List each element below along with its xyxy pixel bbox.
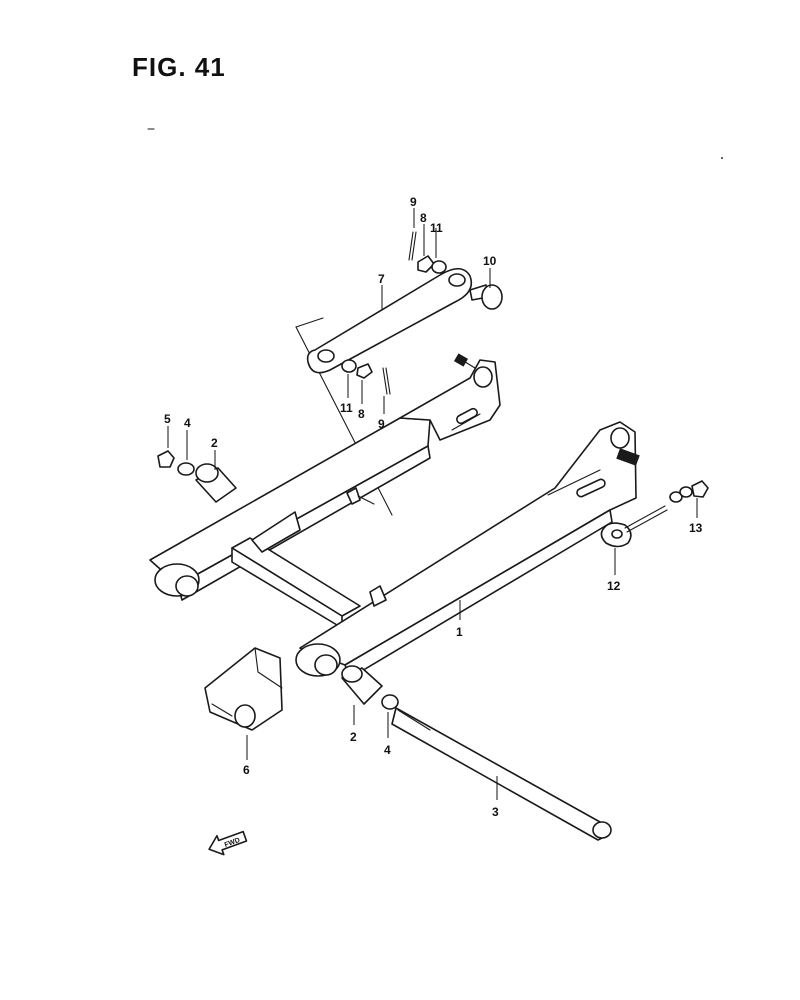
callout-8-lower: 8 (358, 407, 365, 421)
callout-5: 5 (164, 412, 171, 426)
callout-leaders (167, 208, 698, 800)
right-pivot-hardware (341, 665, 399, 710)
figure-title: FIG. 41 (132, 52, 226, 82)
left-pivot-hardware (157, 450, 237, 503)
callout-13: 13 (689, 521, 703, 535)
callout-8-upper: 8 (420, 211, 427, 225)
callout-7: 7 (378, 272, 385, 286)
callout-11-lower: 11 (340, 401, 353, 415)
callout-3: 3 (492, 805, 499, 819)
upper-hardware (408, 231, 447, 274)
callout-2-upper: 2 (211, 436, 218, 450)
link-plate (306, 267, 473, 374)
pivot-bolt (469, 284, 503, 310)
lower-hardware (341, 359, 391, 395)
swing-arm (149, 353, 640, 679)
callout-1: 1 (456, 625, 463, 639)
fwd-arrow-icon: FWD (208, 830, 248, 856)
scan-specks (147, 128, 723, 159)
callout-4-lower: 4 (384, 743, 391, 757)
callout-11-upper: 11 (430, 221, 443, 235)
chain-guide (204, 647, 283, 731)
callout-10: 10 (483, 254, 497, 268)
callout-4-upper: 4 (184, 416, 191, 430)
callout-labels: 1 2 2 3 4 4 5 6 7 8 8 9 9 10 11 11 12 13 (164, 195, 703, 819)
callout-2-lower: 2 (350, 730, 357, 744)
callout-9-lower: 9 (378, 417, 385, 431)
callout-6: 6 (243, 763, 250, 777)
chain-adjuster (600, 480, 709, 548)
callout-12: 12 (607, 579, 621, 593)
pivot-shaft (391, 707, 612, 841)
callout-9-upper: 9 (410, 195, 417, 209)
